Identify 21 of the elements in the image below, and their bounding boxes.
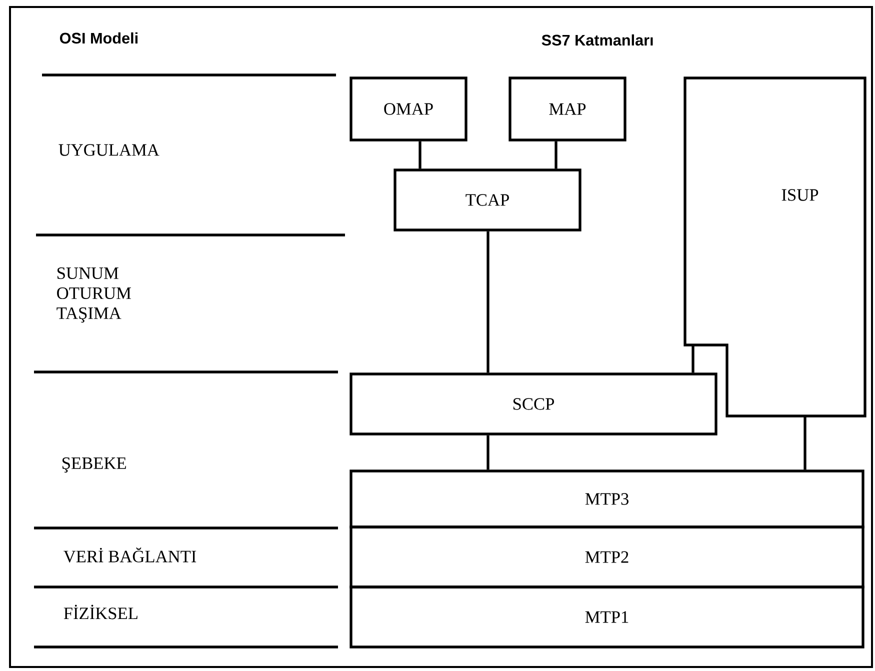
protocol-box: OMAP <box>350 76 468 142</box>
protocol-box: MAP <box>508 76 626 142</box>
column-heading: OSI Modeli <box>60 32 138 44</box>
protocol-box: MTP3 <box>350 470 864 528</box>
layer-label: UYGULAMA <box>58 144 160 156</box>
protocol-box: MTP2 <box>350 526 864 588</box>
layer-label: ŞEBEKE <box>62 457 126 473</box>
connector-line <box>804 416 806 470</box>
layer-label: FİZİKSEL <box>64 604 138 620</box>
connector-line <box>692 345 694 373</box>
connector-line <box>486 435 490 470</box>
protocol-box: SCCP <box>350 372 718 436</box>
column-heading: SS7 Katmanları <box>542 34 653 46</box>
connector-line <box>418 141 422 169</box>
layer-label: SUNUM OTURUM TAŞIMA <box>56 267 131 323</box>
connector-line <box>486 231 490 373</box>
protocol-box: TCAP <box>394 168 582 232</box>
protocol-block: ISUP <box>684 76 866 418</box>
connector-line <box>554 141 558 169</box>
protocol-box: MTP1 <box>350 586 864 648</box>
layer-label: VERİ BAĞLANTI <box>64 548 196 562</box>
